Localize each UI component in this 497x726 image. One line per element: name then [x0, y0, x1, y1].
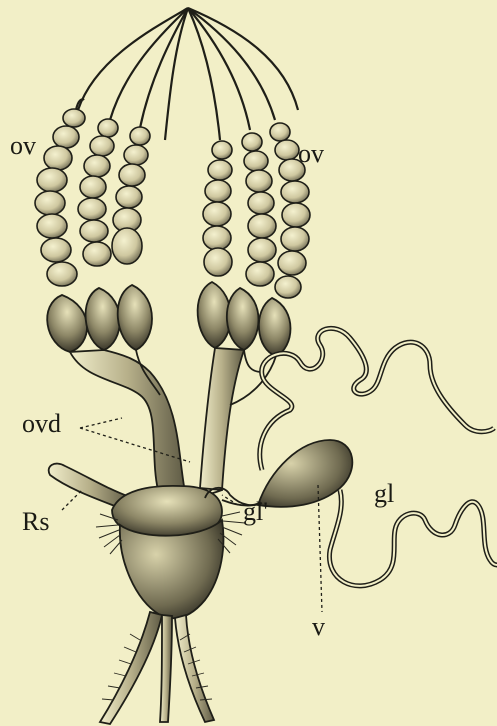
egg-chambers	[47, 282, 290, 356]
label-ov-right: ov	[298, 139, 324, 168]
left-ovarioles	[35, 109, 150, 286]
label-gl-prime: gl'	[243, 497, 268, 526]
oviducts	[70, 348, 276, 498]
label-rs: Rs	[22, 507, 49, 536]
label-ovd: ovd	[22, 409, 61, 438]
label-gl: gl	[374, 479, 394, 508]
label-v: v	[312, 612, 325, 641]
right-ovarioles	[203, 123, 310, 298]
central-body	[112, 486, 223, 618]
ovipositor	[100, 612, 214, 724]
gland-vesicle	[205, 440, 352, 507]
label-ov-left: ov	[10, 131, 36, 160]
